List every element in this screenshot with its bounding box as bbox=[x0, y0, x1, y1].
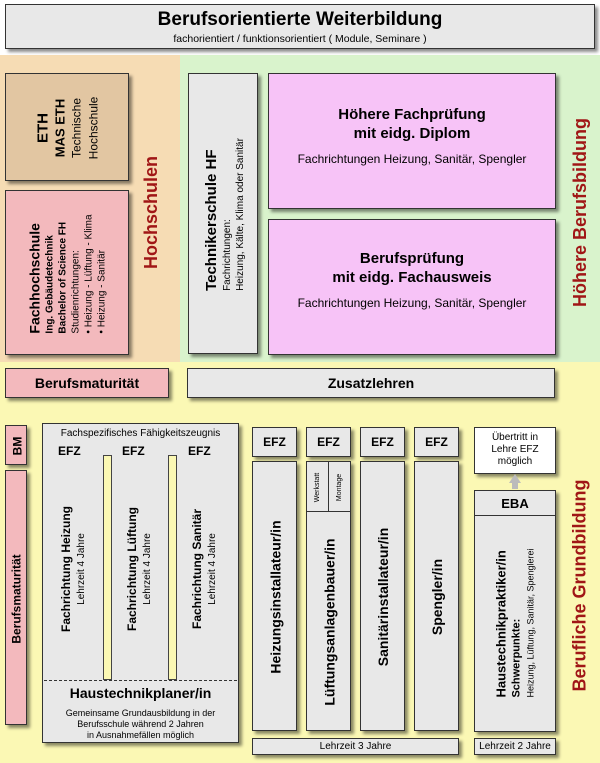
zusatzlehren-bar: Zusatzlehren bbox=[187, 368, 555, 398]
hfp-sub: Fachrichtungen Heizung, Sanitär, Spengle… bbox=[297, 152, 527, 166]
fh-item2: Heizung - Sanitär bbox=[97, 249, 108, 327]
eth-line4: Hochschule bbox=[85, 96, 100, 160]
eth-line3: Technische bbox=[68, 97, 83, 159]
hf-line1: Fachrichtungen: bbox=[221, 219, 233, 291]
trade-efz-box-4: EFZ bbox=[414, 427, 459, 457]
planer-separator-1 bbox=[103, 455, 112, 680]
bm-vertical-box: Berufsmaturität bbox=[5, 470, 27, 725]
fh-item1: Heizung - Lüftung - Klima bbox=[84, 213, 95, 327]
planer-header: Fachspezifisches Fähigkeitszeugnis bbox=[60, 428, 221, 439]
bullet-icon: • bbox=[97, 326, 108, 334]
berufspruefung-box: Berufsprüfung mit eidg. Fachausweis Fach… bbox=[268, 219, 556, 355]
eba-box: EBA Haustechnikpraktiker/in Schwerpunkte… bbox=[474, 490, 556, 732]
fh-line3: Studienrichtungen: bbox=[71, 249, 82, 334]
weiterbildung-box: Berufsorientierte Weiterbildung fachorie… bbox=[5, 4, 595, 49]
eba-label: EBA bbox=[475, 496, 555, 516]
planer-efz-2: EFZ bbox=[122, 444, 145, 458]
bp-title2: mit eidg. Fachausweis bbox=[332, 269, 492, 286]
eth-line2: MAS ETH bbox=[51, 98, 67, 158]
hoehere-fachpruefung-box: Höhere Fachprüfung mit eidg. Diplom Fach… bbox=[268, 73, 556, 209]
bullet-icon: • bbox=[84, 326, 95, 334]
fh-line1: Ing. Gebäudetechnik bbox=[45, 234, 56, 334]
section-label-hoehere-berufsbildung: Höhere Berufsbildung bbox=[569, 117, 590, 308]
trade-heizungsinstallateur: Heizungsinstallateur/in bbox=[252, 461, 297, 731]
hfp-title1: Höhere Fachprüfung bbox=[338, 106, 486, 123]
technikerschule-box: Technikerschule HF Fachrichtungen: Heizu… bbox=[188, 73, 258, 354]
fh-line2: Bachelor of Science FH bbox=[58, 221, 69, 334]
berufsmaturitaet-bar: Berufsmaturität bbox=[5, 368, 169, 398]
planer-separator-2 bbox=[168, 455, 177, 680]
planer-col-heizung: Fachrichtung Heizung Lehrzeit 4 Jahre bbox=[59, 506, 87, 632]
planer-col-sanitaer: Fachrichtung Sanitär Lehrzeit 4 Jahre bbox=[190, 508, 218, 630]
trade-efz-box-3: EFZ bbox=[360, 427, 405, 457]
hf-line2: Heizung, Kälte, Klima oder Sanitär bbox=[234, 138, 246, 291]
weiterbildung-title: Berufsorientierte Weiterbildung bbox=[157, 9, 443, 30]
fh-title: Fachhochschule bbox=[27, 222, 43, 334]
section-label-hochschulen: Hochschulen bbox=[141, 155, 162, 270]
trade-sanitaerinstallateur: Sanitärinstallateur/in bbox=[360, 461, 405, 731]
eth-line1: ETH bbox=[33, 113, 51, 144]
planer-efz-3: EFZ bbox=[188, 444, 211, 458]
weiterbildung-subtitle: fachorientiert / funktionsorientiert ( M… bbox=[173, 33, 427, 45]
hf-title: Technikerschule HF bbox=[202, 149, 220, 291]
section-label-grundbildung: Berufliche Grundbildung bbox=[569, 479, 590, 691]
arrow-shaft bbox=[512, 482, 518, 489]
trade-efz-box-2: EFZ bbox=[306, 427, 351, 457]
fachhochschule-box: Fachhochschule Ing. Gebäudetechnik Bache… bbox=[5, 190, 129, 355]
lehrzeit-2-bar: Lehrzeit 2 Jahre bbox=[474, 738, 556, 755]
planer-efz-1: EFZ bbox=[58, 444, 81, 458]
trade-lueftungsanlagenbauer: Werkstatt Montage Lüftungsanlagenbauer/i… bbox=[306, 461, 351, 731]
arrow-up-icon bbox=[509, 474, 521, 483]
eth-box: ETH MAS ETH Technische Hochschule bbox=[5, 73, 129, 181]
planer-dashed-line bbox=[44, 680, 237, 681]
planer-name: Haustechnikplaner/in bbox=[69, 685, 212, 701]
bm-small-box: BM bbox=[5, 425, 27, 465]
haustechnikplaner-box: Fachspezifisches Fähigkeitszeugnis bbox=[42, 423, 239, 743]
lehrzeit-3-bar: Lehrzeit 3 Jahre bbox=[252, 738, 459, 755]
montage-label: Montage bbox=[336, 473, 343, 501]
uebertritt-box: Übertritt in Lehre EFZ möglich bbox=[474, 427, 556, 474]
bp-title1: Berufsprüfung bbox=[359, 250, 465, 267]
bp-sub: Fachrichtungen Heizung, Sanitär, Spengle… bbox=[297, 296, 527, 310]
werkstatt-label: Werkstatt bbox=[314, 472, 321, 502]
trade-spengler: Spengler/in bbox=[414, 461, 459, 731]
trade-efz-box-1: EFZ bbox=[252, 427, 297, 457]
planer-note: Gemeinsame Grundausbildung in der Berufs… bbox=[65, 708, 216, 740]
planer-col-lueftung: Fachrichtung Lüftung Lehrzeit 4 Jahre bbox=[125, 507, 154, 631]
hfp-title2: mit eidg. Diplom bbox=[353, 125, 471, 142]
